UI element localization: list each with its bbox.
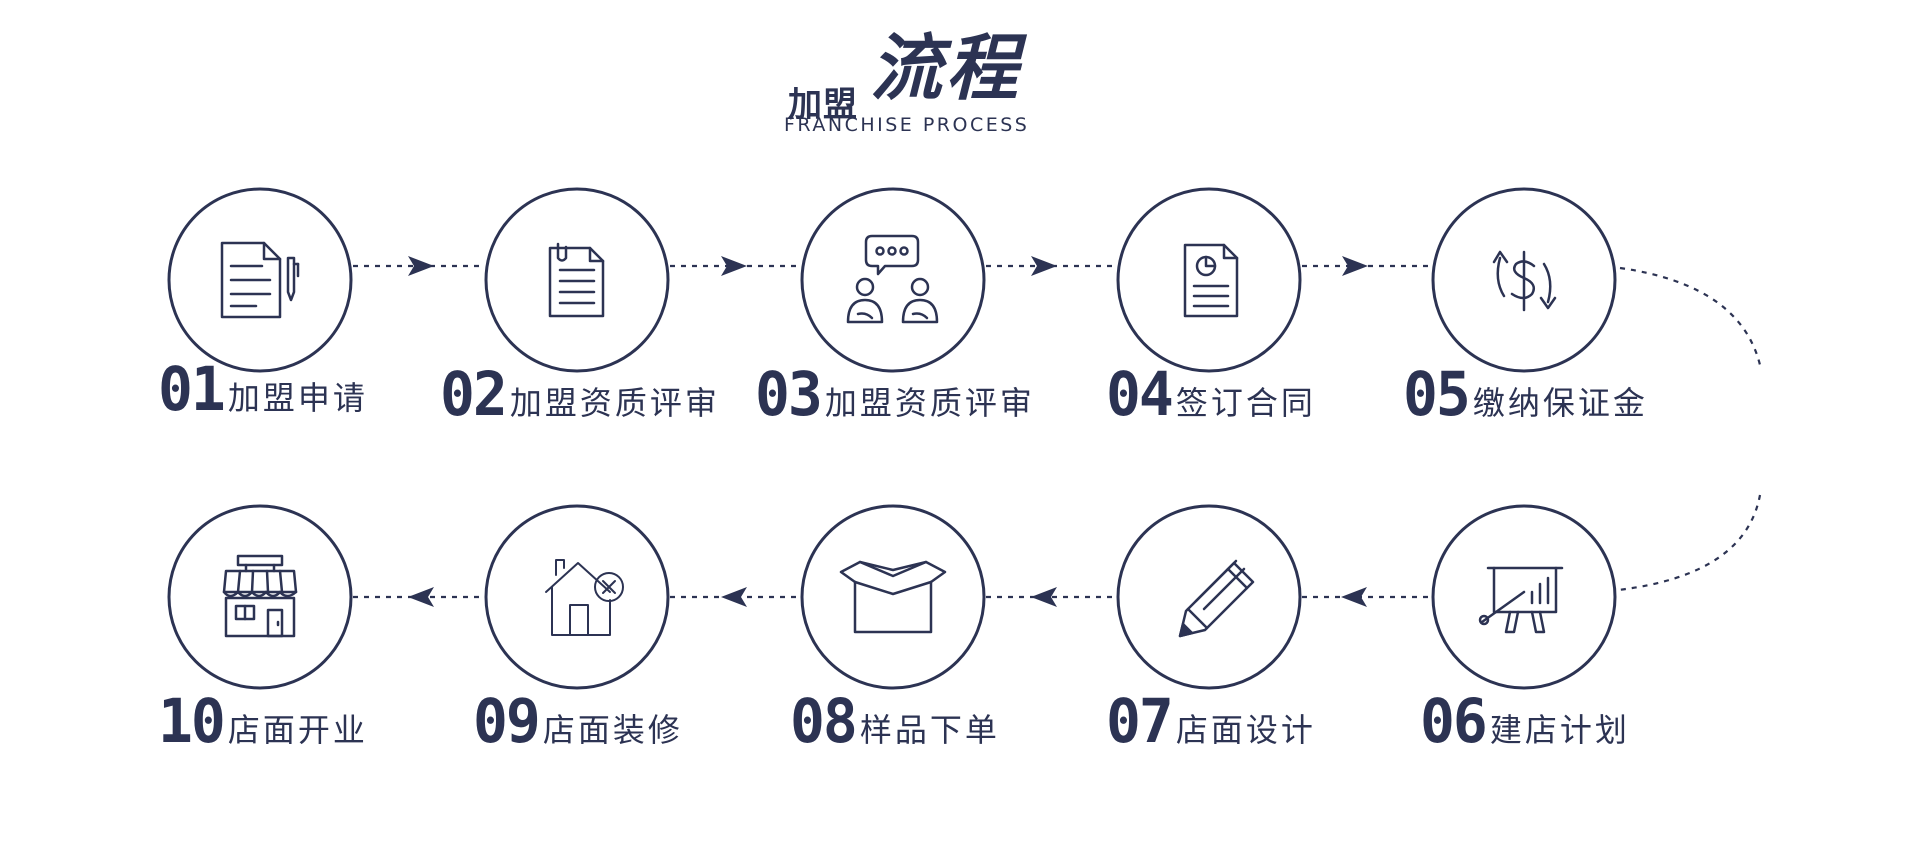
step-04: 04 签订合同 [1106, 353, 1316, 430]
title-english: FRANCHISE PROCESS [784, 114, 1030, 136]
contract-chart-icon [1183, 243, 1239, 318]
step-circle-05 [1431, 187, 1617, 373]
step-label: 加盟申请 [227, 379, 368, 417]
step-label: 缴纳保证金 [1472, 384, 1648, 422]
step-number: 02 [440, 358, 508, 430]
step-08: 08 样品下单 [790, 680, 1000, 757]
page-title: 加盟 流程 FRANCHISE PROCESS [780, 22, 1040, 142]
clipboard-document-icon [548, 242, 605, 318]
title-small: 加盟 [788, 85, 858, 125]
step-02: 02 加盟资质评审 [440, 353, 720, 430]
step-10: 10 店面开业 [158, 680, 368, 757]
step-circle-08 [800, 504, 986, 690]
step-07: 07 店面设计 [1106, 680, 1316, 757]
open-box-icon [839, 560, 947, 634]
step-05: 05 缴纳保证金 [1403, 353, 1648, 430]
step-circle-01 [167, 187, 353, 373]
connector-curve [1617, 266, 1762, 592]
step-number: 05 [1403, 358, 1471, 430]
title-big: 流程 [870, 26, 1023, 110]
arrowheads-row-1 [408, 256, 1368, 276]
step-label: 样品下单 [859, 711, 1000, 749]
step-label: 店面装修 [542, 711, 683, 749]
step-number: 08 [790, 685, 858, 757]
step-03: 03 加盟资质评审 [755, 353, 1035, 430]
house-tools-icon [545, 559, 624, 636]
step-circle-10 [167, 504, 353, 690]
step-circle-04 [1116, 187, 1302, 373]
presentation-board-icon [1478, 566, 1564, 634]
step-09: 09 店面装修 [473, 680, 683, 757]
step-number: 06 [1420, 685, 1488, 757]
step-label: 加盟资质评审 [824, 384, 1035, 422]
step-label: 建店计划 [1489, 711, 1630, 749]
storefront-icon [222, 554, 298, 638]
step-circle-03 [800, 187, 986, 373]
dollar-exchange-icon [1492, 250, 1557, 312]
arrowheads-row-2 [408, 587, 1367, 607]
step-number: 09 [473, 685, 541, 757]
step-number: 07 [1106, 685, 1174, 757]
document-pen-icon [220, 241, 300, 319]
step-number: 10 [158, 685, 226, 757]
step-number: 04 [1106, 358, 1174, 430]
pencil-icon [1178, 559, 1255, 638]
step-circle-09 [484, 504, 670, 690]
chat-people-icon [846, 234, 939, 324]
step-circle-07 [1116, 504, 1302, 690]
step-circle-02 [484, 187, 670, 373]
step-circle-06 [1431, 504, 1617, 690]
step-number: 03 [755, 358, 823, 430]
step-label: 签订合同 [1175, 384, 1316, 422]
step-number: 01 [158, 353, 226, 425]
step-01: 01 加盟申请 [158, 348, 368, 425]
step-label: 店面开业 [227, 711, 368, 749]
step-label: 店面设计 [1175, 711, 1316, 749]
step-label: 加盟资质评审 [509, 384, 720, 422]
step-06: 06 建店计划 [1420, 680, 1630, 757]
